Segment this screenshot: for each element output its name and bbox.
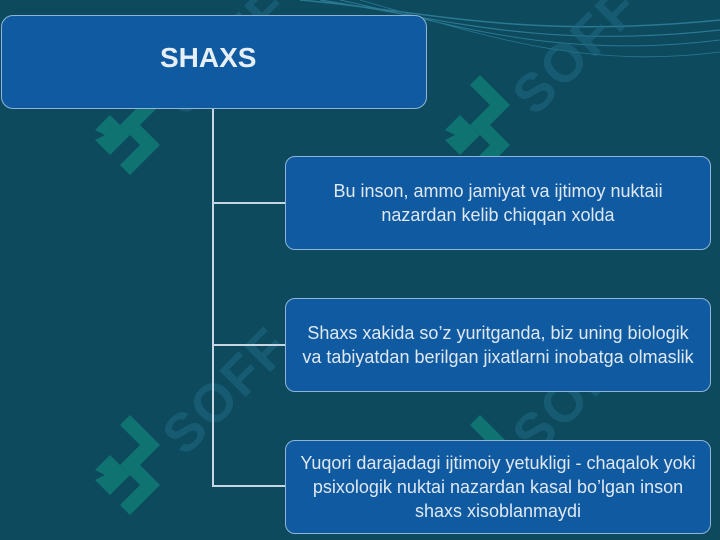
child-node-2: Shaxs xakida so’z yuritganda, biz uning … <box>285 298 711 392</box>
title-node: SHAXS <box>1 15 427 109</box>
child-node-3: Yuqori darajadagi ijtimoiy yetukligi - c… <box>285 440 711 534</box>
connector-branch-1 <box>212 202 285 204</box>
connector-vertical <box>212 109 214 487</box>
watermark-text: SOFF <box>151 316 301 466</box>
watermark-logo <box>95 415 160 515</box>
connector-branch-2 <box>212 344 285 346</box>
child-node-1: Bu inson, ammo jamiyat va ijtimoy nuktai… <box>285 156 711 250</box>
watermark-logo <box>445 75 510 175</box>
background-wave <box>300 0 720 58</box>
connector-branch-3 <box>212 485 285 487</box>
